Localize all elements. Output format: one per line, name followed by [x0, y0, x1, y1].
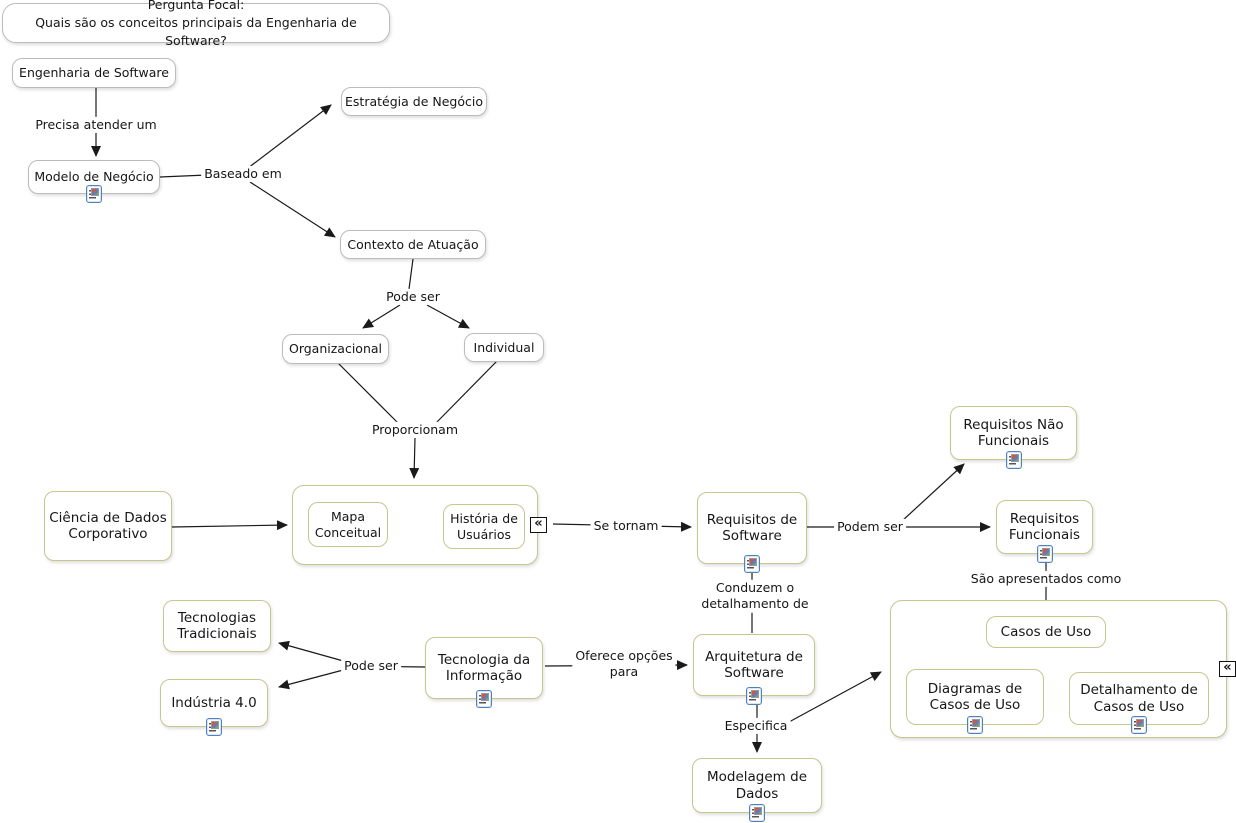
resource-icon[interactable]	[1131, 716, 1147, 734]
node-requisitos-nao-funcionais[interactable]: Requisitos Não Funcionais	[950, 406, 1077, 469]
node-label: Individual	[473, 339, 535, 355]
node-estrategia-de-negocio[interactable]: Estratégia de Negócio	[341, 87, 487, 116]
node-label: Modelo de Negócio	[34, 169, 154, 185]
node-diagramas-de-casos-de-uso[interactable]: Diagramas de Casos de Uso	[906, 669, 1044, 734]
edge-individual-proporcionam	[435, 360, 498, 424]
collapse-chevrons-icon[interactable]: «	[530, 517, 547, 533]
link-label-precisa-atender-um[interactable]: Precisa atender um	[32, 116, 160, 134]
resource-icon[interactable]	[1036, 545, 1053, 563]
node-casos-de-uso[interactable]: Casos de Uso	[986, 616, 1106, 648]
node-label: Detalhamento de Casos de Uso	[1080, 682, 1198, 715]
edge-proporcionam-group	[409, 437, 420, 479]
link-label-pode-ser-ti[interactable]: Pode ser	[341, 657, 401, 675]
node-label: Diagramas de Casos de Uso	[927, 680, 1023, 713]
edge-modelo-baseado	[159, 174, 208, 178]
resource-icon[interactable]	[967, 716, 983, 734]
node-contexto-de-atuacao[interactable]: Contexto de Atuação	[340, 230, 486, 259]
node-label: Indústria 4.0	[171, 694, 257, 711]
edge-ciencia-group	[171, 520, 288, 531]
edge-podeser-organizacional	[362, 304, 401, 329]
node-pergunta-focal[interactable]: Pergunta Focal: Quais são os conceitos p…	[2, 0, 390, 48]
node-requisitos-funcionais[interactable]: Requisitos Funcionais	[996, 500, 1093, 563]
node-label: História de Usuários	[450, 511, 518, 542]
node-detalhamento-de-casos-de-uso[interactable]: Detalhamento de Casos de Uso	[1069, 672, 1209, 734]
node-requisitos-de-software[interactable]: Requisitos de Software	[697, 492, 807, 573]
edge-baseado-contexto	[249, 181, 336, 238]
link-label-podem-ser[interactable]: Podem ser	[834, 518, 906, 536]
node-industria-4-0[interactable]: Indústria 4.0	[160, 679, 268, 736]
node-organizacional[interactable]: Organizacional	[282, 334, 389, 364]
edge-podeser-individual	[426, 304, 470, 329]
link-label-oferece-opcoes-para[interactable]: Oferece opções para	[572, 647, 676, 681]
node-label: Requisitos Funcionais	[1008, 510, 1081, 543]
node-tecnologia-da-informacao[interactable]: Tecnologia da Informação	[425, 637, 543, 708]
node-label: Estratégia de Negócio	[345, 93, 483, 109]
node-label: Tecnologias Tradicionais	[177, 609, 257, 642]
node-modelo-de-negocio[interactable]: Modelo de Negócio	[28, 160, 160, 203]
resource-icon[interactable]	[206, 718, 222, 736]
resource-icon[interactable]	[86, 185, 102, 203]
edge-especifica-casosgroup	[788, 671, 882, 723]
resource-icon[interactable]	[749, 804, 765, 822]
node-arquitetura-de-software[interactable]: Arquitetura de Software	[693, 634, 815, 705]
node-label: Ciência de Dados Corporativo	[49, 509, 167, 542]
resource-icon[interactable]	[744, 555, 760, 573]
node-label: Pergunta Focal: Quais são os conceitos p…	[35, 0, 357, 49]
resource-icon[interactable]	[476, 690, 492, 708]
node-mapa-conceitual[interactable]: Mapa Conceitual	[308, 502, 388, 547]
link-label-sao-apresentados-como[interactable]: São apresentados como	[967, 570, 1125, 588]
node-engenharia-de-software[interactable]: Engenharia de Software	[12, 58, 176, 88]
node-individual[interactable]: Individual	[464, 333, 544, 362]
edge-podeser-tectradicionais	[278, 640, 348, 663]
node-label: Modelagem de Dados	[707, 769, 807, 802]
node-label: Mapa Conceitual	[314, 509, 382, 540]
link-label-proporcionam[interactable]: Proporcionam	[368, 421, 462, 439]
link-label-especifica[interactable]: Especifica	[721, 717, 791, 735]
edge-podemser-reqnaofunc	[901, 463, 965, 522]
collapse-chevrons-icon[interactable]: «	[1219, 661, 1236, 677]
edge-organizacional-proporcionam	[337, 362, 399, 424]
edge-baseado-estrategia	[247, 104, 332, 169]
group-casos-de-uso[interactable]: Casos de Uso Diagramas de Casos de Uso D…	[890, 600, 1236, 738]
node-label: Contexto de Atuação	[347, 236, 479, 252]
link-label-pode-ser-contexto[interactable]: Pode ser	[383, 288, 443, 306]
link-label-se-tornam[interactable]: Se tornam	[590, 517, 662, 535]
link-label-baseado-em[interactable]: Baseado em	[201, 165, 285, 183]
link-label-conduzem-o-detalhamento-de[interactable]: Conduzem o detalhamento de	[698, 579, 812, 613]
node-historia-de-usuarios[interactable]: História de Usuários	[443, 504, 525, 549]
node-label: Casos de Uso	[1000, 623, 1092, 640]
edge-contexto-podeser	[408, 258, 414, 290]
edge-podeser-industria	[278, 668, 348, 690]
node-label: Organizacional	[288, 341, 383, 357]
node-ciencia-de-dados-corporativo[interactable]: Ciência de Dados Corporativo	[44, 491, 172, 561]
group-representacoes[interactable]: Mapa Conceitual História de Usuários «	[292, 485, 547, 565]
node-label: Requisitos Não Funcionais	[963, 416, 1064, 449]
node-label: Requisitos de Software	[706, 511, 798, 544]
resource-icon[interactable]	[1005, 451, 1022, 469]
node-label: Arquitetura de Software	[705, 648, 803, 681]
node-modelagem-de-dados[interactable]: Modelagem de Dados	[692, 758, 822, 822]
resource-icon[interactable]	[746, 687, 762, 705]
node-tecnologias-tradicionais[interactable]: Tecnologias Tradicionais	[163, 600, 271, 652]
node-label: Engenharia de Software	[19, 65, 169, 81]
node-label: Tecnologia da Informação	[437, 651, 531, 684]
